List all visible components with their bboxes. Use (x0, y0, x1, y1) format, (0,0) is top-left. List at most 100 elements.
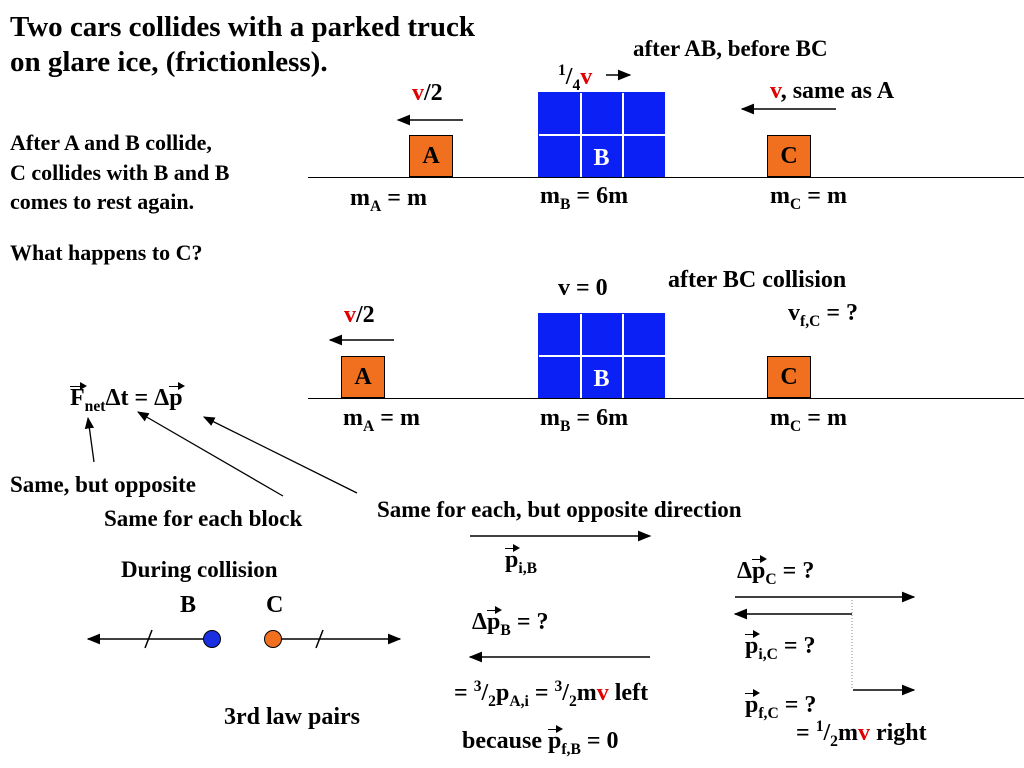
ball-b (203, 630, 221, 648)
problem-line-3: comes to rest again. (10, 189, 195, 215)
direction-word: right (869, 720, 927, 746)
fraction-denominator: 4 (572, 76, 581, 94)
ball-c (264, 630, 282, 648)
car-a-block: A (341, 356, 385, 398)
scene1-velocity-a: v/2 (412, 80, 443, 108)
dpb-label: ΔpB = ? (472, 606, 549, 640)
velocity-symbol: v (788, 300, 800, 326)
velocity-note: , same as A (780, 78, 895, 104)
direction-word: left (608, 680, 649, 706)
truck-grid-cell (582, 314, 624, 357)
momentum-subscript: f,B (561, 740, 581, 758)
velocity-symbol: v (596, 680, 609, 706)
momentum-subscript: A,i (509, 692, 529, 710)
momentum-vector: p (745, 630, 761, 659)
because-word: because (462, 728, 548, 754)
scene2-velocity-a: v/2 (344, 302, 375, 330)
mass-symbol: m (350, 185, 370, 211)
momentum-subscript: B (500, 621, 511, 639)
velocity-symbol: v (857, 720, 870, 746)
page-title: Two cars collides with a parked truck on… (10, 11, 476, 79)
problem-text: After A and B collide, C collides with B… (10, 128, 310, 217)
mass-value: = m (381, 185, 427, 211)
because-line: because pf,B = 0 (462, 725, 619, 759)
velocity-symbol: v (580, 64, 593, 90)
force-subscript: net (84, 397, 106, 415)
collision-heading: During collision (121, 557, 278, 582)
car-a-block: A (409, 135, 453, 177)
equation-middle: Δt = Δ (105, 385, 170, 411)
scene1-mass-c: mC = m (770, 183, 847, 214)
scene2-ground-line (308, 398, 1024, 399)
question-text: What happens to C? (10, 240, 203, 265)
velocity-fraction: /2 (424, 80, 443, 106)
truck-grid-cell (624, 93, 666, 136)
scene1-velocity-b: 1/4v (558, 62, 593, 94)
mass-value: = m (801, 183, 847, 209)
note-same-each-block: Same for each block (104, 506, 303, 531)
mass-symbol: m (770, 183, 790, 209)
equals-sign: = (454, 680, 474, 706)
mass-value: = m (801, 405, 847, 431)
delta-symbol: Δ (737, 558, 753, 584)
mass-symbol: m (540, 405, 560, 431)
mass-symbol: m (576, 680, 597, 706)
car-c-block: C (767, 135, 811, 177)
dpc-label: ΔpC = ? (737, 555, 814, 589)
scene2-mass-c: mC = m (770, 405, 847, 436)
momentum-subscript: i,C (758, 645, 778, 663)
truck-grid-cell (582, 136, 624, 178)
scene1-mass-b: mB = 6m (540, 183, 628, 214)
pib-label: pi,B (505, 544, 537, 578)
truck-grid-cell (582, 357, 624, 399)
velocity-subscript: f,C (800, 312, 821, 330)
truck-grid-cell (624, 314, 666, 357)
mass-subscript: C (790, 195, 802, 213)
equals-sign: = (796, 720, 816, 746)
impulse-equation: FnetΔt = Δp (70, 382, 186, 416)
pointer-to-delta-p (202, 416, 358, 494)
momentum-vector: p (505, 544, 521, 573)
momentum-vector: p (487, 606, 503, 635)
momentum-vector: p (745, 689, 761, 718)
truck-grid-cell (539, 136, 582, 178)
unknown-mark: = ? (510, 609, 549, 635)
mass-value: = m (374, 405, 420, 431)
collision-label-b: B (180, 592, 197, 618)
mass-subscript: A (370, 197, 382, 215)
momentum-vector: p (548, 725, 564, 754)
truck-b-block: B (538, 313, 666, 399)
scene1-velocity-c: v, same as A (770, 78, 894, 106)
scene1-mass-a: mA = m (350, 185, 427, 216)
problem-line-2: C collides with B and B (10, 159, 230, 185)
truck-grid-cell (539, 357, 582, 399)
scene2-mass-b: mB = 6m (540, 405, 628, 436)
velocity-unknown: = ? (820, 300, 859, 326)
dpb-result: = 3/2pA,i = 3/2mv left (454, 678, 649, 710)
tick-mark-c (315, 629, 324, 649)
unknown-mark: = ? (777, 633, 816, 659)
momentum-vector: p (752, 555, 768, 584)
mass-symbol: m (837, 720, 858, 746)
pic-label: pi,C = ? (745, 630, 816, 664)
fraction-denominator: 2 (488, 692, 496, 710)
fraction-denominator: 2 (568, 692, 577, 710)
mass-subscript: B (560, 417, 571, 435)
truck-grid-cell (539, 314, 582, 357)
momentum-subscript: i,B (518, 559, 537, 577)
note-same-each-opposite: Same for each, but opposite direction (377, 497, 742, 522)
mass-symbol: m (540, 183, 560, 209)
pfc-label: pf,C = ? (745, 689, 816, 723)
third-law-caption: 3rd law pairs (224, 704, 361, 730)
scene2-velocity-c: vf,C = ? (788, 300, 858, 331)
note-same-opposite: Same, but opposite (10, 472, 196, 497)
velocity-symbol: v (412, 80, 424, 106)
momentum-vector: p (169, 382, 186, 411)
delta-symbol: Δ (472, 609, 488, 635)
momentum-subscript: C (765, 570, 777, 588)
momentum-subscript: f,C (758, 704, 779, 722)
truck-grid-cell (539, 93, 582, 136)
collision-label-c: C (266, 592, 284, 618)
mass-value: = 6m (570, 405, 629, 431)
